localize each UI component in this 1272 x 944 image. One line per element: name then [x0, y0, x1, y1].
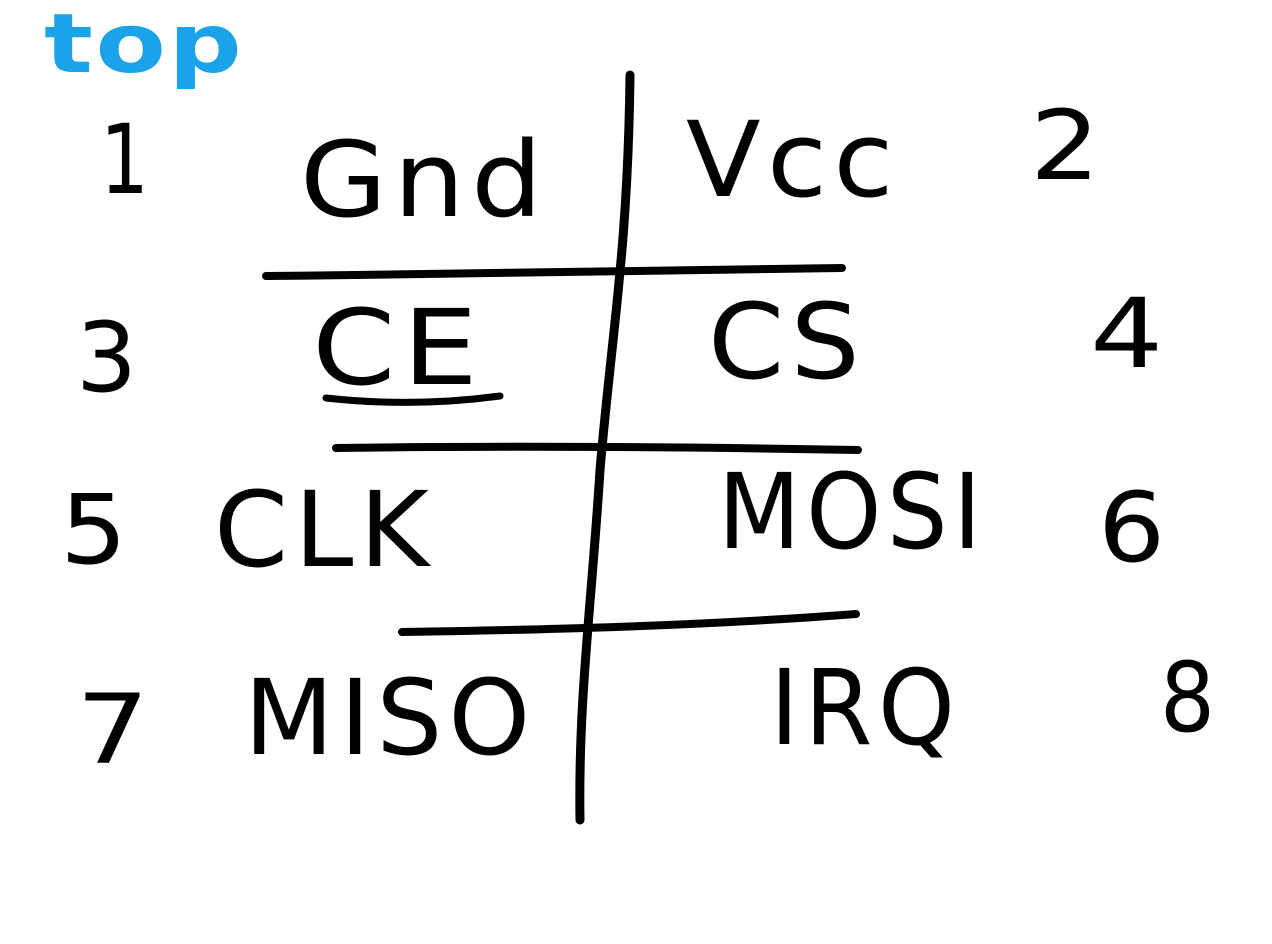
pin-number-6: 6 — [1098, 472, 1166, 584]
pin-label-1: Gnd — [300, 119, 549, 241]
pin-label-8: IRQ — [770, 647, 961, 769]
pin-label-2: Vcc — [686, 99, 900, 221]
pin-number-2: 2 — [1030, 90, 1101, 202]
row-divider-3 — [398, 610, 860, 636]
pin-number-8: 8 — [1160, 642, 1215, 754]
top-label: top — [44, 0, 245, 92]
pin-label-4: CS — [708, 281, 867, 403]
center-divider-line — [575, 70, 635, 825]
pin-label-6: MOSI — [718, 451, 987, 573]
pin-number-3: 3 — [76, 302, 138, 414]
pin-number-7: 7 — [76, 674, 150, 786]
pin-number-4: 4 — [1090, 278, 1164, 390]
pin-number-1: 1 — [100, 104, 149, 216]
pin-label-7: MISO — [244, 657, 537, 779]
row-divider-2 — [332, 442, 862, 454]
ce-underline — [322, 392, 504, 406]
pin-label-3: CE — [312, 287, 485, 409]
row-divider-1 — [262, 264, 846, 280]
pin-number-5: 5 — [60, 474, 128, 586]
pin-label-5: CLK — [214, 469, 436, 591]
